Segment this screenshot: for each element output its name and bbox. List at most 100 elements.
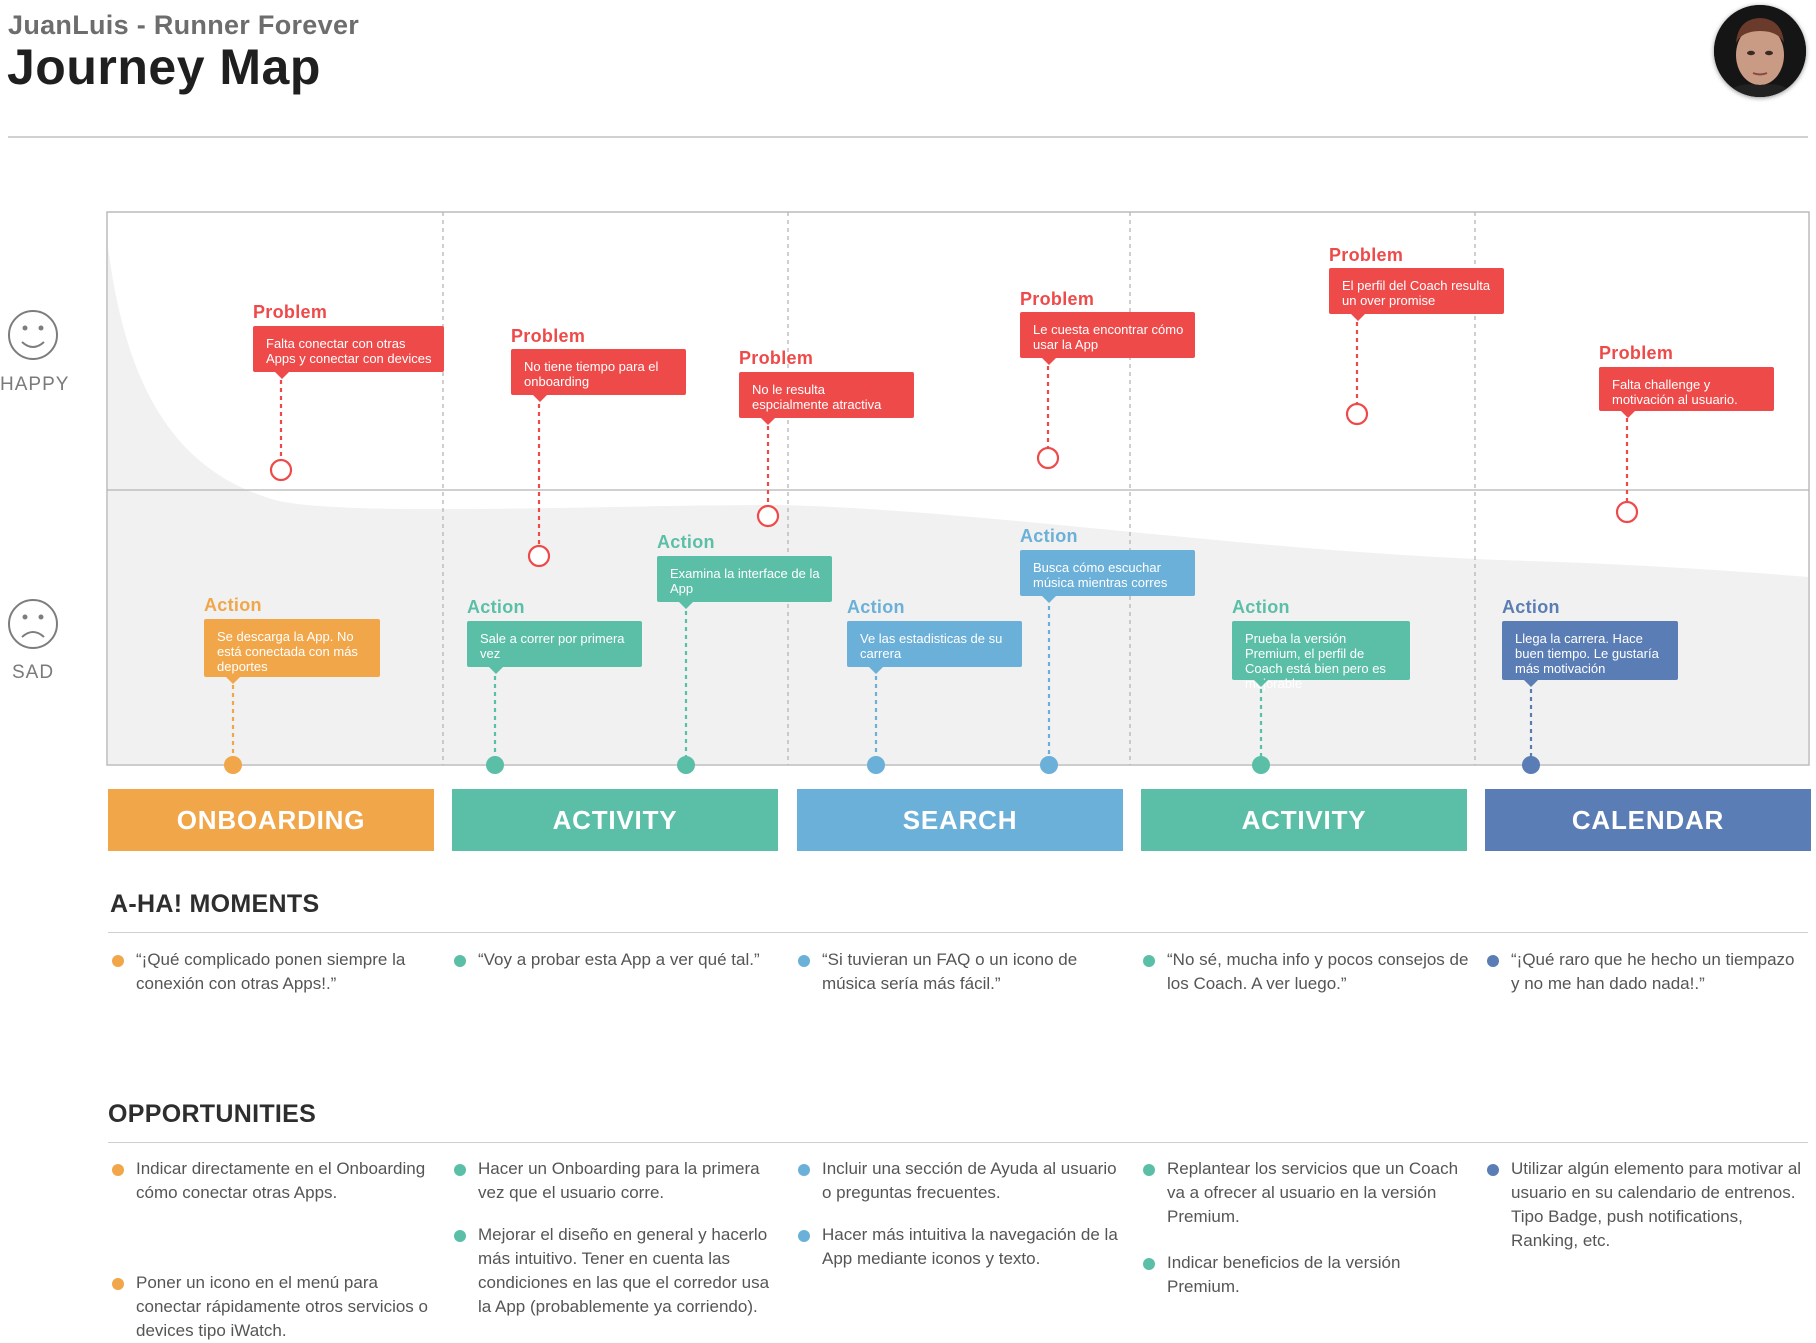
problem-callout: No tiene tiempo para el onboarding: [511, 349, 686, 402]
phase-onboarding: ONBOARDING: [108, 789, 434, 851]
opportunity-text: Replantear los servicios que un Coach va…: [1167, 1159, 1459, 1226]
opportunity-text: Indicar directamente en el Onboarding có…: [136, 1159, 426, 1202]
opportunity-text: Poner un icono en el menú para conectar …: [136, 1273, 428, 1340]
page-title: Journey Map: [7, 39, 321, 95]
problem-title: Problem: [511, 326, 586, 346]
problem-marker: [527, 544, 551, 568]
problem-title: Problem: [253, 302, 328, 322]
action-title: Action: [467, 597, 525, 617]
avatar: [1714, 5, 1806, 97]
bullet-dot: [1487, 1164, 1499, 1176]
aha-item: “Voy a probar esta App a ver qué tal.”: [451, 948, 781, 972]
action-text: Se descarga la App. No está conectada co…: [217, 629, 358, 674]
problem-text: Le cuesta encontrar cómo usar la App: [1033, 322, 1184, 352]
aha-section-title: A-HA! MOMENTS: [110, 890, 320, 918]
problem-text: El perfil del Coach resulta un over prom…: [1342, 278, 1491, 308]
bullet-dot: [1143, 1258, 1155, 1270]
problem-marker: [269, 458, 293, 482]
bullet-dot: [454, 955, 466, 967]
problem-callout: Le cuesta encontrar cómo usar la App: [1020, 312, 1195, 365]
problem-title: Problem: [739, 348, 814, 368]
opportunity-text: Utilizar algún elemento para motivar al …: [1511, 1159, 1802, 1250]
bullet-dot: [1487, 955, 1499, 967]
action-marker: [1040, 756, 1058, 774]
phase-activity-2: ACTIVITY: [1141, 789, 1467, 851]
bullet-dot: [112, 955, 124, 967]
opportunity-text: Hacer un Onboarding para la primera vez …: [478, 1159, 760, 1202]
bullet-dot: [798, 1230, 810, 1242]
aha-divider: [108, 932, 1808, 933]
action-callout: Examina la interface de la App: [657, 556, 832, 609]
persona-subtitle: JuanLuis - Runner Forever: [8, 10, 360, 40]
action-title: Action: [1020, 526, 1078, 546]
aha-text: “No sé, mucha info y pocos consejos de l…: [1167, 950, 1469, 993]
action-title: Action: [1502, 597, 1560, 617]
bullet-dot: [798, 955, 810, 967]
opportunities-section-title: OPPORTUNITIES: [108, 1100, 317, 1128]
problem-title: Problem: [1020, 289, 1095, 309]
opportunity-item: Hacer más intuitiva la navegación de la …: [795, 1223, 1125, 1271]
bullet-dot: [798, 1164, 810, 1176]
opportunity-item: Mejorar el diseño en general y hacerlo m…: [451, 1223, 786, 1319]
phase-label: ACTIVITY: [1241, 804, 1367, 835]
action-callout: Sale a correr por primera vez: [467, 621, 642, 674]
sad-label: SAD: [12, 662, 55, 683]
action-markers: [224, 756, 1540, 774]
action-marker: [224, 756, 242, 774]
opportunity-item: Replantear los servicios que un Coach va…: [1140, 1157, 1470, 1229]
phase-label: SEARCH: [902, 804, 1018, 835]
aha-item: “¡Qué raro que he hecho un tiempazo y no…: [1484, 948, 1804, 996]
emotion-curve: [108, 247, 1808, 764]
bullet-dot: [1143, 955, 1155, 967]
problem-marker: [1345, 402, 1369, 426]
phase-search: SEARCH: [797, 789, 1123, 851]
opportunity-item: Hacer un Onboarding para la primera vez …: [451, 1157, 781, 1205]
aha-text: “¡Qué complicado ponen siempre la conexi…: [136, 950, 406, 993]
action-text: Sale a correr por primera vez: [480, 631, 625, 661]
action-text: Ve las estadisticas de su carrera: [860, 631, 1003, 661]
action-marker: [1522, 756, 1540, 774]
person-avatar-photo-icon: [1714, 5, 1806, 97]
phase-calendar: CALENDAR: [1485, 789, 1811, 851]
happy-label: HAPPY: [0, 374, 70, 395]
problem-callout: Falta challenge y motivación al usuario.: [1599, 367, 1774, 418]
bullet-dot: [1143, 1164, 1155, 1176]
sad-face-icon: [8, 599, 58, 649]
opportunity-item: Incluir una sección de Ayuda al usuario …: [795, 1157, 1125, 1205]
action-title: Action: [847, 597, 905, 617]
phase-activity: ACTIVITY: [452, 789, 778, 851]
bullet-dot: [112, 1278, 124, 1290]
problem-title: Problem: [1599, 343, 1674, 363]
opportunity-text: Incluir una sección de Ayuda al usuario …: [822, 1159, 1117, 1202]
smiley-face-icon: [8, 310, 58, 360]
phase-label: ONBOARDING: [176, 804, 366, 835]
action-callout: Se descarga la App. No está conectada co…: [204, 619, 380, 684]
problem-marker: [1036, 446, 1060, 470]
action-leaders: [231, 598, 1533, 762]
problem-text: No le resulta espcialmente atractiva: [752, 382, 882, 412]
aha-item: “¡Qué complicado ponen siempre la conexi…: [109, 948, 439, 996]
bullet-dot: [454, 1230, 466, 1242]
opportunity-item: Indicar beneficios de la versión Premium…: [1140, 1251, 1470, 1299]
problem-title: Problem: [1329, 245, 1404, 265]
action-callout: Ve las estadisticas de su carrera: [847, 621, 1022, 674]
header-divider: [8, 136, 1808, 138]
opportunity-text: Mejorar el diseño en general y hacerlo m…: [478, 1225, 770, 1316]
problem-leaders: [279, 314, 1629, 546]
problem-callout: No le resulta espcialmente atractiva: [739, 372, 914, 425]
opportunity-item: Utilizar algún elemento para motivar al …: [1484, 1157, 1806, 1253]
action-callout: Prueba la versión Premium, el perfil de …: [1232, 621, 1410, 691]
problem-marker: [1615, 500, 1639, 524]
problem-callout: El perfil del Coach resulta un over prom…: [1329, 268, 1504, 321]
opportunity-text: Hacer más intuitiva la navegación de la …: [822, 1225, 1118, 1268]
action-callout: Llega la carrera. Hace buen tiempo. Le g…: [1502, 621, 1678, 687]
problem-text: Falta conectar con otras Apps y conectar…: [266, 336, 432, 366]
opportunity-item: Poner un icono en el menú para conectar …: [109, 1271, 439, 1343]
action-title: Action: [657, 532, 715, 552]
opportunity-item: Indicar directamente en el Onboarding có…: [109, 1157, 439, 1205]
action-text: Busca cómo escuchar música mientras corr…: [1033, 560, 1168, 590]
aha-item: “Si tuvieran un FAQ o un icono de música…: [795, 948, 1125, 996]
aha-item: “No sé, mucha info y pocos consejos de l…: [1140, 948, 1470, 996]
problem-marker: [756, 504, 780, 528]
action-title: Action: [204, 595, 262, 615]
